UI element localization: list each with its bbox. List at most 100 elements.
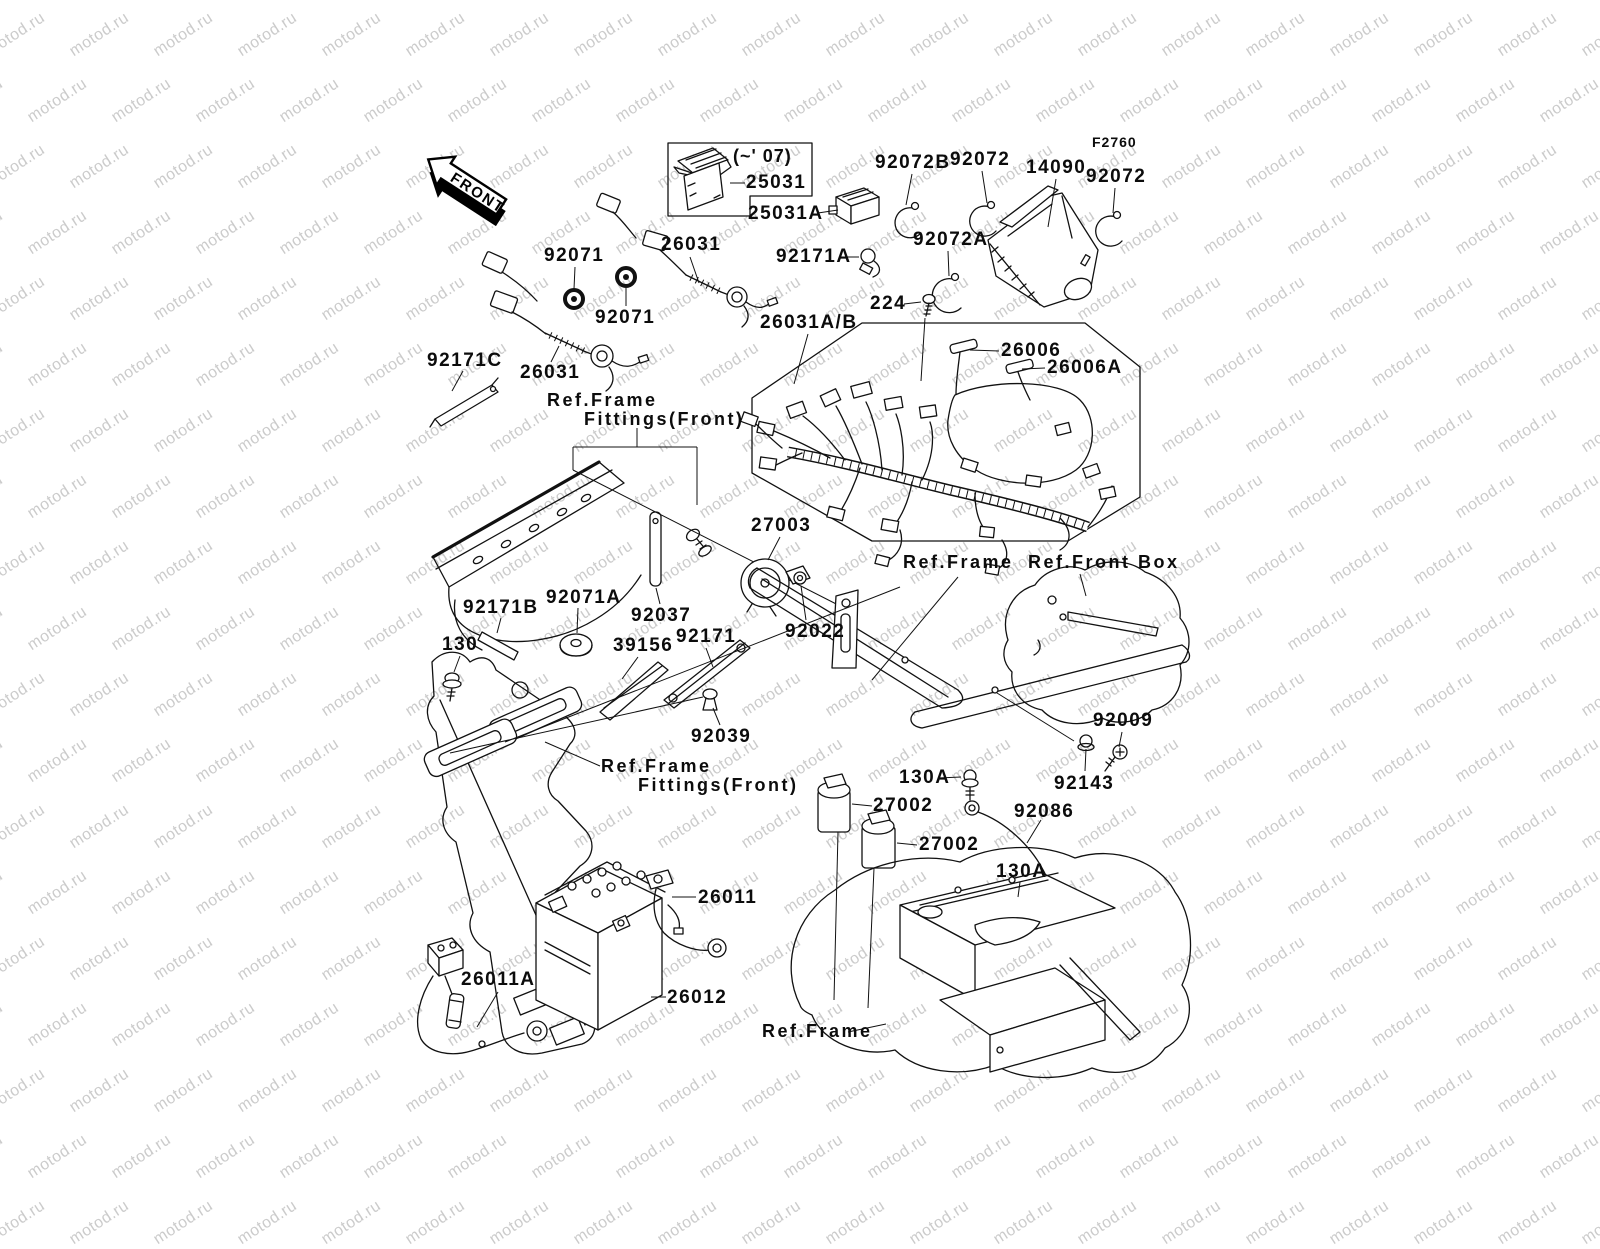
watermark-text: motod.ru bbox=[1494, 1197, 1561, 1248]
clip-92072-1 bbox=[970, 202, 996, 237]
corrugation-tick bbox=[1067, 516, 1069, 524]
corrugation-tick bbox=[803, 451, 805, 459]
frame-fitting-top bbox=[433, 462, 641, 650]
corrugation-tick bbox=[701, 280, 704, 286]
frame-mid-spar bbox=[748, 568, 962, 708]
strip-92037 bbox=[650, 512, 661, 586]
corrugation-tick bbox=[819, 454, 821, 462]
corrugation-tick bbox=[958, 488, 960, 496]
watermark-text: motod.ru bbox=[570, 1197, 637, 1248]
watermark-text: motod.ru bbox=[402, 1197, 469, 1248]
watermark-text: motod.ru bbox=[822, 1197, 889, 1248]
corrugation-tick bbox=[842, 459, 844, 467]
chassis-electrical-diagram: FRONT bbox=[0, 0, 1600, 1200]
leader-lines-top-fittings bbox=[573, 428, 848, 610]
cable-26011a bbox=[418, 938, 547, 1054]
corrugation-tick bbox=[919, 479, 921, 487]
fuse-26006a bbox=[1005, 359, 1033, 400]
corrugation-tick bbox=[582, 347, 585, 353]
switch-25031-box bbox=[668, 143, 812, 216]
corrugation-tick bbox=[982, 494, 984, 502]
corrugation-tick bbox=[888, 471, 890, 479]
corrugation-tick bbox=[873, 467, 875, 475]
washer-92022 bbox=[794, 572, 806, 584]
corrugation-tick bbox=[549, 332, 552, 338]
fuse-26006 bbox=[949, 339, 977, 394]
watermark-text: motod.ru bbox=[1158, 1197, 1225, 1248]
watermark-text: motod.ru bbox=[150, 1197, 217, 1248]
corrugation-tick bbox=[1028, 505, 1030, 513]
cable-26011 bbox=[646, 870, 726, 957]
bolt-top-fitting bbox=[684, 527, 713, 558]
corrugation-tick bbox=[990, 496, 992, 504]
watermark-text: motod.ru bbox=[1242, 1197, 1309, 1248]
corrugation-tick bbox=[927, 481, 929, 489]
front-box bbox=[1004, 562, 1189, 724]
relay-25031a bbox=[829, 188, 879, 224]
bolt-130 bbox=[443, 673, 461, 701]
corrugation-tick bbox=[1036, 507, 1038, 515]
corrugation-tick bbox=[811, 453, 813, 461]
corrugation-tick bbox=[1013, 501, 1015, 509]
frame-bottom-tray bbox=[791, 847, 1190, 1077]
corrugation-tick bbox=[690, 274, 693, 280]
corrugation-tick bbox=[560, 337, 563, 343]
watermark-text: motod.ru bbox=[234, 1197, 301, 1248]
corrugation-tick bbox=[571, 342, 574, 348]
corrugation-tick bbox=[795, 449, 796, 457]
corrugation-tick bbox=[850, 461, 852, 469]
harness-26031-left bbox=[482, 251, 649, 391]
bolt-130a-1 bbox=[962, 770, 978, 800]
corrugation-tick bbox=[711, 285, 714, 291]
corrugation-tick bbox=[896, 473, 898, 481]
corrugation-tick bbox=[966, 490, 968, 498]
cover-14090 bbox=[988, 186, 1098, 307]
corrugation-tick bbox=[1005, 499, 1007, 507]
corrugation-tick bbox=[1044, 510, 1046, 518]
corrugation-tick bbox=[565, 340, 568, 346]
corrugation-tick bbox=[717, 288, 720, 294]
watermark-text: motod.ru bbox=[0, 1197, 49, 1248]
watermark-text: motod.ru bbox=[1074, 1197, 1141, 1248]
watermark-text: motod.ru bbox=[990, 1197, 1057, 1248]
leader-lines-lower-fittings bbox=[450, 587, 900, 766]
grommet-92071-2 bbox=[617, 268, 635, 286]
corrugation-tick bbox=[904, 475, 906, 483]
corrugation-tick bbox=[554, 335, 557, 341]
watermark-text: motod.ru bbox=[1410, 1197, 1477, 1248]
watermark-text: motod.ru bbox=[1326, 1197, 1393, 1248]
corrugation-tick bbox=[865, 465, 867, 473]
clip-92072b bbox=[895, 203, 921, 238]
grommet-92071a bbox=[560, 634, 592, 656]
corrugation-tick bbox=[1051, 512, 1053, 520]
watermark-text: motod.ru bbox=[66, 1197, 133, 1248]
grommet-92071-1 bbox=[565, 290, 583, 308]
relay-27002-2 bbox=[862, 810, 895, 1008]
corrugation-tick bbox=[576, 345, 579, 351]
corrugation-tick bbox=[706, 282, 709, 288]
corrugation-tick bbox=[1082, 521, 1085, 529]
watermark-text: motod.ru bbox=[318, 1197, 385, 1248]
corrugation-tick bbox=[1074, 519, 1077, 527]
main-harness-26031ab bbox=[741, 323, 1140, 575]
watermark-text: motod.ru bbox=[1578, 1197, 1600, 1248]
corrugation-tick bbox=[935, 483, 937, 491]
screw-92009 bbox=[1105, 745, 1127, 771]
corrugation-tick bbox=[834, 458, 836, 466]
watermark-text: motod.ru bbox=[486, 1197, 553, 1248]
corrugation-tick bbox=[943, 485, 945, 493]
strip-92171b bbox=[478, 632, 518, 660]
corrugation-tick bbox=[1021, 503, 1023, 511]
clip-92072a bbox=[932, 274, 961, 313]
bolt-224 bbox=[921, 295, 935, 382]
clip-92072-2 bbox=[1096, 212, 1122, 247]
corrugation-tick bbox=[1059, 514, 1061, 522]
corrugation-tick bbox=[951, 486, 953, 494]
nut-92143 bbox=[1078, 735, 1094, 751]
corrugation-tick bbox=[912, 477, 914, 485]
watermark-text: motod.ru bbox=[654, 1197, 721, 1248]
clamp-92171a bbox=[860, 249, 880, 277]
rivet-92039 bbox=[703, 689, 717, 710]
frame-right-spar bbox=[911, 645, 1190, 741]
